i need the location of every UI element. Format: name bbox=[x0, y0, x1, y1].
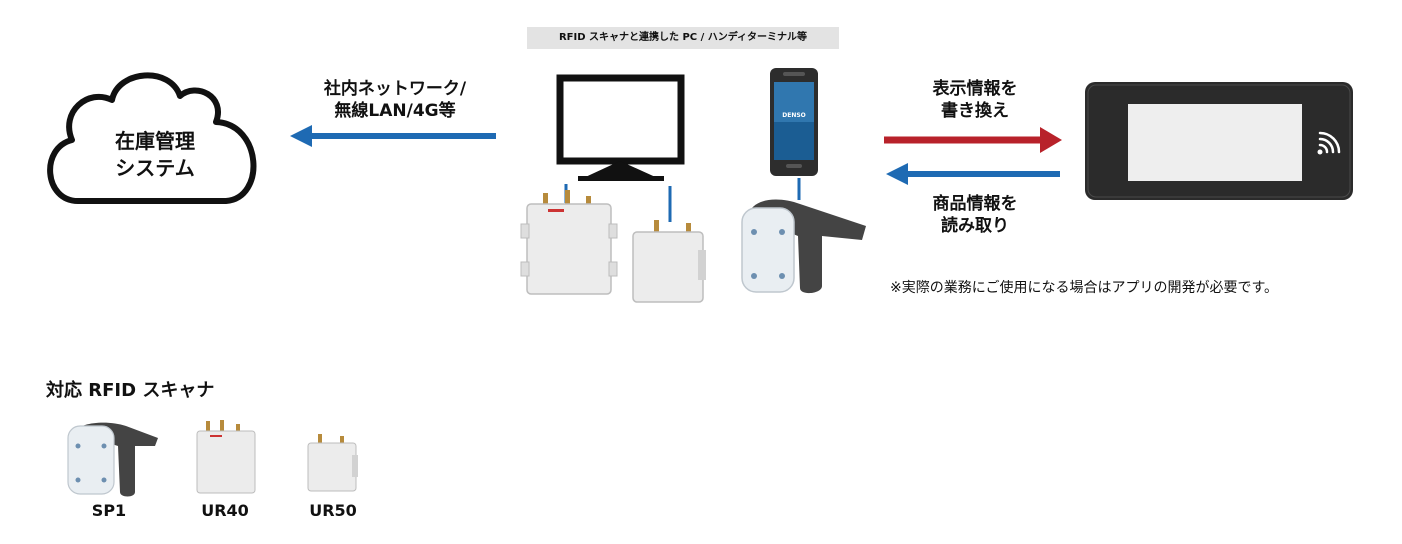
development-note: ※実際の業務にご使用になる場合はアプリの開発が必要です。 bbox=[890, 280, 1279, 296]
scanner-name-ur40: UR40 bbox=[201, 501, 249, 520]
read-label-line1: 商品情報を bbox=[932, 194, 1018, 214]
read-label: 商品情報を 読み取り bbox=[900, 193, 1050, 237]
rewrite-label-line2: 書き換え bbox=[941, 101, 1009, 121]
pc-terminal-label: RFID スキャナと連携した PC / ハンディターミナル等 bbox=[527, 27, 839, 49]
ur50-device-image bbox=[632, 220, 706, 303]
rewrite-label: 表示情報を 書き換え bbox=[900, 78, 1050, 122]
handheld-brand-label: DENSO bbox=[782, 112, 806, 119]
rewrite-arrow bbox=[884, 127, 1062, 153]
wireless-icon bbox=[1317, 131, 1341, 155]
network-label: 社内ネットワーク/ 無線LAN/4G等 bbox=[300, 78, 490, 122]
cloud-label-line1: 在庫管理 bbox=[115, 129, 195, 153]
ur40-thumbnail bbox=[196, 420, 256, 494]
sp1-thumbnail bbox=[67, 422, 158, 497]
scanner-name-ur50: UR50 bbox=[309, 501, 357, 520]
cloud-icon bbox=[47, 72, 257, 204]
monitor-icon bbox=[556, 74, 685, 181]
network-label-line1: 社内ネットワーク/ bbox=[323, 79, 467, 99]
read-arrow bbox=[886, 163, 1060, 185]
ur50-thumbnail bbox=[307, 434, 358, 492]
electronic-shelf-label-image bbox=[1085, 82, 1353, 200]
rewrite-label-line1: 表示情報を bbox=[932, 79, 1018, 99]
network-label-line2: 無線LAN/4G等 bbox=[334, 101, 456, 121]
ur40-device-image bbox=[520, 190, 618, 295]
scanner-name-sp1: SP1 bbox=[91, 501, 127, 520]
handheld-terminal-icon bbox=[770, 68, 818, 176]
read-label-line2: 読み取り bbox=[941, 216, 1009, 236]
supported-scanners-title: 対応 RFID スキャナ bbox=[46, 380, 215, 401]
cloud-label-line2: システム bbox=[115, 156, 195, 180]
sp1-device-image bbox=[741, 199, 866, 294]
cloud-label: 在庫管理 システム bbox=[80, 128, 230, 182]
network-arrow bbox=[290, 125, 496, 147]
